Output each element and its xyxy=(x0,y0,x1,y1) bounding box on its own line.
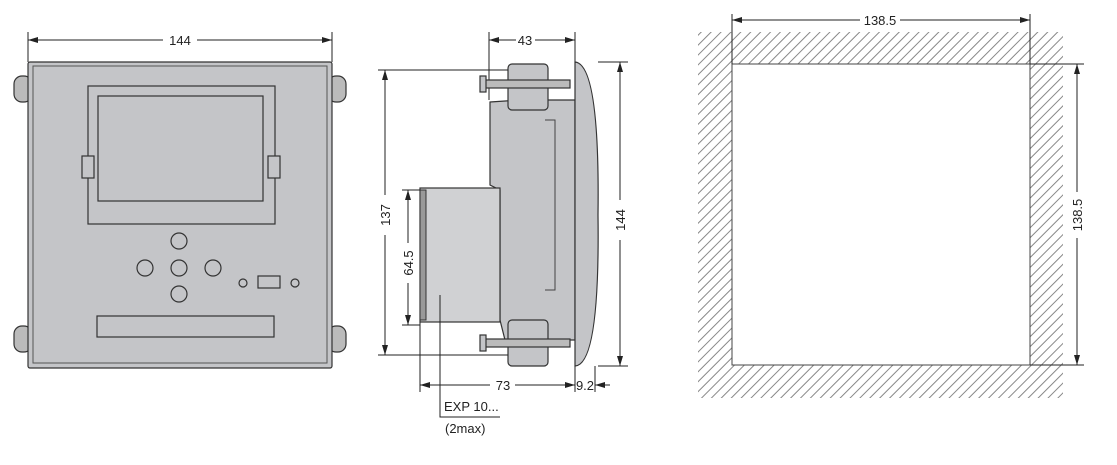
button-down xyxy=(170,285,188,303)
bezel-depth-label: 9.2 xyxy=(576,378,594,393)
front-view: 144 xyxy=(13,32,347,369)
button-left xyxy=(136,259,154,277)
button-up xyxy=(170,232,188,250)
side-body xyxy=(489,99,576,341)
module-name-label: EXP 10... xyxy=(444,399,499,414)
led-right xyxy=(290,278,300,288)
module-height-label: 64.5 xyxy=(401,250,416,275)
front-height-label: 144 xyxy=(613,209,628,231)
cutout-height-label: 138.5 xyxy=(1070,199,1085,232)
side-bezel xyxy=(574,61,599,367)
led-left xyxy=(238,278,248,288)
side-view: 43 137 64.5 144 xyxy=(378,32,628,436)
panel-cutout: 138.5 138.5 xyxy=(698,13,1085,398)
module-note-label: (2max) xyxy=(445,421,485,436)
label-slot xyxy=(96,315,275,338)
front-width-label: 144 xyxy=(169,33,191,48)
display-screen xyxy=(97,95,264,202)
expansion-module xyxy=(419,187,501,323)
side-height-label: 137 xyxy=(378,204,393,226)
cutout-opening xyxy=(731,63,1031,366)
side-depth-label: 43 xyxy=(518,33,532,48)
keypad xyxy=(136,232,300,303)
button-right xyxy=(204,259,222,277)
fixing-clips xyxy=(479,63,571,367)
module-depth-label: 73 xyxy=(496,378,510,393)
button-ok xyxy=(170,259,188,277)
optical-port xyxy=(257,275,281,289)
cutout-width-label: 138.5 xyxy=(864,13,897,28)
